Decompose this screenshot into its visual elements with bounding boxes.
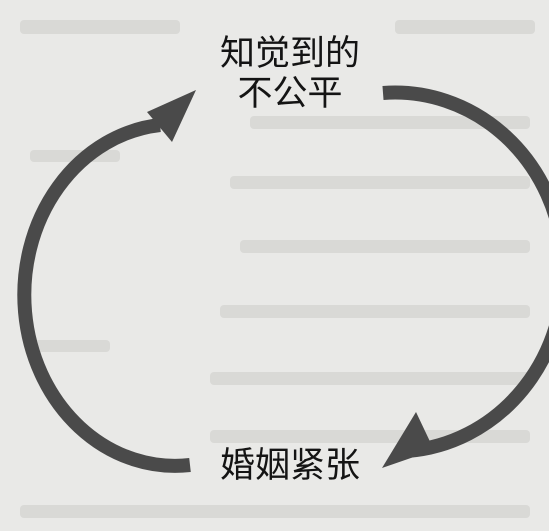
node-marital-tension: 婚姻紧张 — [200, 446, 380, 486]
node-top-line2: 不公平 — [237, 74, 343, 114]
arrow-right-head — [382, 412, 434, 468]
node-perceived-unfairness: 知觉到的 不公平 — [195, 34, 385, 114]
node-bottom-label: 婚姻紧张 — [219, 446, 360, 486]
node-top-line1: 知觉到的 — [219, 34, 360, 74]
arrow-left-head — [147, 90, 196, 142]
arrow-right-arc — [382, 85, 549, 458]
arrow-left-arc — [17, 118, 191, 473]
